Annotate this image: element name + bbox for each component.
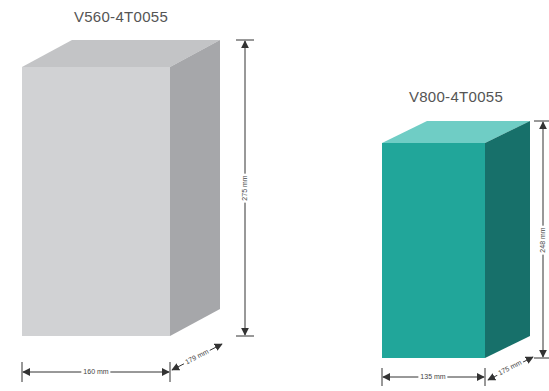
dimension-label: 135 mm — [418, 373, 447, 381]
dimension-label: 248 mm — [539, 225, 547, 254]
box-prism — [22, 40, 220, 336]
cabinet-box: V800-4T0055 — [382, 121, 530, 358]
box-prism — [382, 121, 530, 358]
model-heading: V800-4T0055 — [409, 88, 503, 105]
cabinet-box: V560-4T0055 — [22, 40, 220, 336]
dimension-label: 275 mm — [241, 173, 249, 202]
dimension-label: 160 mm — [81, 368, 110, 376]
front-face — [22, 67, 170, 336]
dimension-label: 179 mm — [182, 347, 212, 367]
dimension-label: 175 mm — [495, 358, 525, 378]
side-face — [170, 40, 220, 336]
front-face — [382, 143, 485, 358]
model-heading: V560-4T0055 — [74, 8, 168, 25]
side-face — [485, 121, 530, 358]
